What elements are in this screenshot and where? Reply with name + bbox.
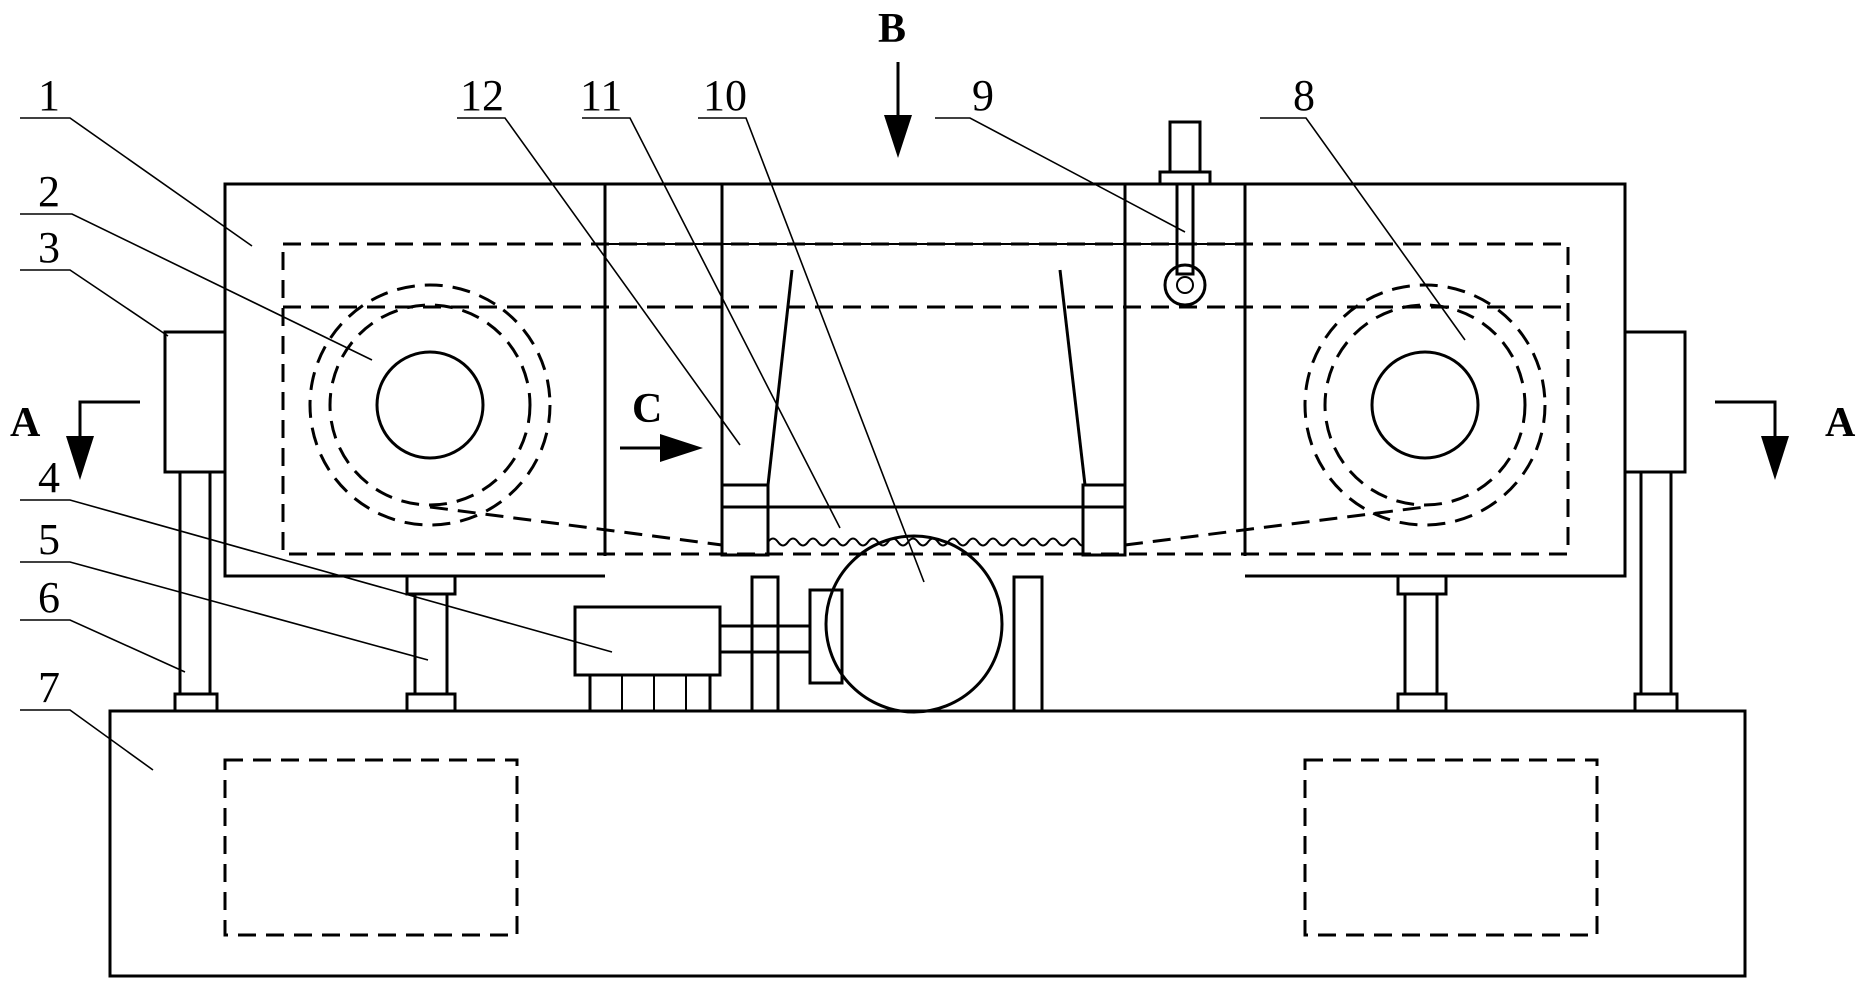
label-2: 2	[38, 167, 60, 216]
tensioner	[1160, 122, 1210, 305]
label-6: 6	[38, 573, 60, 622]
section-a-left-marker: A	[10, 400, 140, 480]
label-1: 1	[38, 71, 60, 120]
right-side-support	[1625, 332, 1685, 711]
label-3: 3	[38, 223, 60, 272]
section-a-right-label: A	[1825, 400, 1856, 446]
central-guides	[722, 184, 1125, 555]
belt	[430, 507, 1425, 545]
left-wheel	[310, 285, 550, 525]
view-c-label: C	[632, 386, 662, 432]
label-5: 5	[38, 515, 60, 564]
leader-lines	[20, 118, 1465, 770]
right-wheel	[1305, 285, 1545, 525]
label-4: 4	[38, 453, 60, 502]
label-7: 7	[38, 663, 60, 712]
left-side-support	[165, 332, 225, 711]
label-8: 8	[1293, 71, 1315, 120]
label-10: 10	[703, 71, 747, 120]
label-9: 9	[972, 71, 994, 120]
main-housing	[225, 184, 1625, 576]
base-frame	[110, 711, 1745, 976]
section-a-left-label: A	[10, 400, 41, 446]
label-12: 12	[460, 71, 504, 120]
label-11: 11	[580, 71, 622, 120]
part-numbers: 1 2 3 4 5 6 7 8 9 10 11 12	[38, 71, 1315, 712]
section-a-right-marker: A	[1715, 400, 1856, 480]
drive-unit	[575, 536, 1042, 712]
view-b-label: B	[878, 6, 906, 52]
right-column	[1398, 576, 1446, 711]
view-c-marker: C	[620, 386, 703, 462]
view-b-marker: B	[878, 6, 912, 158]
serrated-edge	[768, 539, 1083, 546]
